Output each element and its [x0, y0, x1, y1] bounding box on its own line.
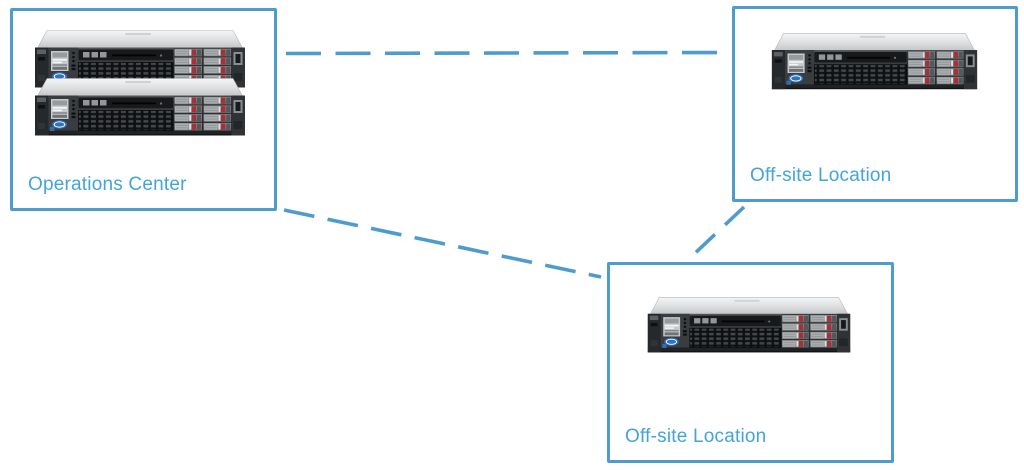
server-stack	[643, 295, 855, 357]
node-offsite-location-2[interactable]: Off-site Location	[607, 262, 894, 463]
rack-server-icon	[767, 31, 982, 94]
node-label: Off-site Location	[625, 426, 767, 447]
connection-operations-to-offsite1	[285, 50, 727, 56]
connection-offsite1-to-offsite2	[689, 205, 746, 259]
connection-operations-to-offsite2	[283, 208, 602, 279]
node-label: Off-site Location	[750, 165, 892, 186]
node-offsite-location-1[interactable]: Off-site Location	[732, 6, 1018, 202]
server-stack	[30, 28, 250, 140]
node-label: Operations Center	[28, 174, 187, 195]
server-stack	[767, 31, 982, 94]
rack-server-icon	[30, 76, 250, 140]
node-operations-center[interactable]: Operations Center	[10, 8, 277, 211]
rack-server-icon	[643, 295, 855, 357]
